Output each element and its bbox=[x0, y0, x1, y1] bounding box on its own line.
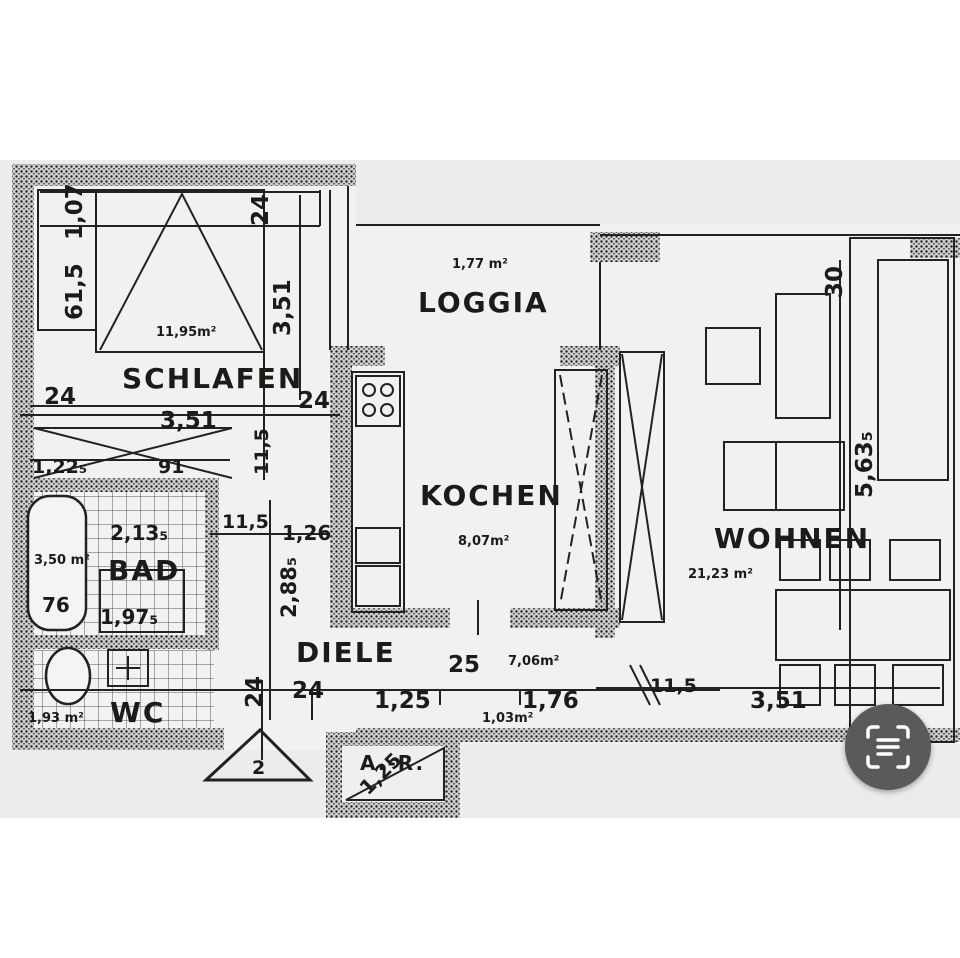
dim-schlafen-wall-right: 24 bbox=[298, 388, 330, 414]
floor-plan: SCHLAFEN LOGGIA KOCHEN WOHNEN BAD WC DIE… bbox=[12, 164, 960, 818]
room-label-bad: BAD bbox=[108, 554, 180, 587]
area-diele: 7,06m² bbox=[508, 654, 559, 669]
dim-bad-1975: 1,97₅ bbox=[100, 605, 158, 629]
room-label-loggia: LOGGIA bbox=[418, 286, 549, 319]
bed-symbol bbox=[37, 189, 265, 353]
dim-bad-76: 76 bbox=[42, 593, 70, 617]
dim-bottom-24a: 24 bbox=[292, 678, 324, 704]
entrance-triangle bbox=[202, 727, 314, 782]
dim-schlafen-depth: 3,51 bbox=[270, 279, 296, 336]
dim-wohnen-5635: 5,63₅ bbox=[852, 431, 878, 498]
area-schlafen: 11,95m² bbox=[156, 325, 216, 340]
room-label-schlafen: SCHLAFEN bbox=[122, 362, 303, 395]
right-wing-floor bbox=[356, 225, 960, 745]
dim-top-107: 1,07 bbox=[62, 183, 88, 240]
room-label-wc: WC bbox=[110, 696, 165, 729]
dim-schlafen-width: 3,51 bbox=[160, 408, 217, 434]
dim-diele-2885: 2,88₅ bbox=[277, 557, 301, 618]
dim-bottom-176: 1,76 bbox=[522, 688, 579, 714]
dim-bottom-125: 1,25 bbox=[374, 688, 431, 714]
dim-top-615: 61,5 bbox=[62, 263, 88, 320]
floor-plan-sheet: SCHLAFEN LOGGIA KOCHEN WOHNEN BAD WC DIE… bbox=[0, 160, 960, 818]
dim-bottom-115: 11,5 bbox=[650, 675, 697, 697]
room-label-kochen: KOCHEN bbox=[420, 479, 563, 512]
area-loggia: 1,77 m² bbox=[452, 257, 508, 272]
room-label-abst: A.-R. bbox=[360, 751, 425, 775]
area-abst: 1,03m² bbox=[482, 711, 533, 726]
dim-bottom-351: 3,51 bbox=[750, 688, 807, 714]
dim-bad-115: 11,5 bbox=[222, 511, 269, 533]
kitchen-fixtures bbox=[351, 351, 665, 623]
area-wohnen: 21,23 m² bbox=[688, 567, 753, 582]
dimension-lines bbox=[20, 195, 940, 760]
dim-top-24: 24 bbox=[248, 194, 274, 226]
area-bad: 3,50 m² bbox=[34, 553, 90, 568]
room-label-diele: DIELE bbox=[296, 636, 396, 669]
scan-text-icon bbox=[866, 725, 910, 769]
dim-bottom-2: 2 bbox=[252, 757, 265, 779]
dim-bad-126: 1,26 bbox=[282, 521, 331, 545]
dim-wohnen-30: 30 bbox=[822, 266, 848, 298]
dim-bad-2135: 2,13₅ bbox=[110, 521, 168, 545]
area-wc: 1,93 m² bbox=[28, 711, 84, 726]
dim-schlafen-wall-left: 24 bbox=[44, 384, 76, 410]
room-label-wohnen: WOHNEN bbox=[714, 522, 870, 555]
dim-bottom-25: 25 bbox=[448, 652, 480, 678]
scan-text-button[interactable] bbox=[845, 704, 931, 790]
abst-triangle bbox=[345, 746, 445, 801]
dim-mid-91: 91 bbox=[158, 456, 184, 478]
dim-bottom-24b: 24 bbox=[242, 676, 268, 708]
area-kochen: 8,07m² bbox=[458, 534, 509, 549]
dim-mid-115: 11,5 bbox=[251, 428, 273, 475]
dim-mid-122: 1,22₅ bbox=[32, 456, 87, 478]
